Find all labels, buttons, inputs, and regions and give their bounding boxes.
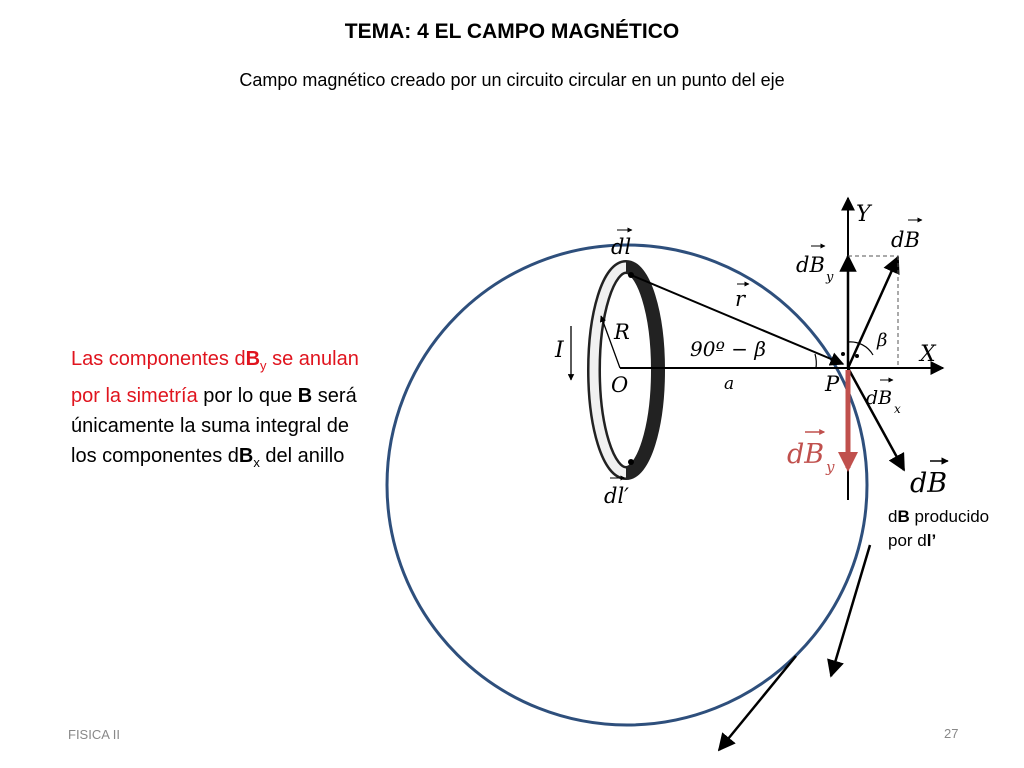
explanation-part2: se anulan por la simetría	[71, 348, 359, 407]
label-dbx: dB	[866, 387, 892, 409]
label-x: X	[918, 342, 937, 367]
label-dl-prime: dl′	[604, 484, 629, 508]
note-line2-prefix: por d	[888, 531, 927, 550]
label-r: r	[735, 287, 747, 311]
label-origin: O	[611, 373, 628, 397]
label-a: a	[724, 374, 734, 394]
long-arrow-2	[717, 655, 797, 752]
label-db-big: dB	[910, 468, 947, 499]
label-radius: R	[613, 320, 630, 344]
label-angle: 90º − β	[690, 337, 766, 361]
angle-arc	[814, 353, 817, 369]
current-ring	[587, 260, 665, 480]
label-current: I	[554, 338, 565, 363]
db-note: dB producido por dl’	[888, 505, 989, 553]
label-dby-red: dB	[787, 439, 824, 470]
note-bold: B	[897, 507, 910, 526]
radius-arrow	[599, 315, 621, 369]
note-middle: producido	[909, 507, 990, 526]
explanation-part4: será únicamente la suma integral de los …	[71, 385, 357, 467]
long-arrow-1	[827, 544, 872, 678]
note-prefix: d	[888, 507, 898, 526]
label-dby-red-sub: y	[825, 458, 835, 476]
label-y: Y	[856, 202, 873, 227]
label-dby: dB	[796, 253, 825, 277]
page-subtitle: Campo magnético creado por un circuito c…	[239, 70, 785, 90]
explanation-part5: del anillo	[259, 445, 345, 467]
explanation-text: Las componentes dBy se anulan por la sim…	[71, 344, 371, 478]
label-dby-sub: y	[825, 270, 834, 285]
explanation-bold-b3: B	[238, 445, 254, 467]
label-dbx-sub: x	[894, 402, 901, 416]
symmetry-circle	[385, 243, 869, 727]
db-vector	[846, 255, 900, 369]
page-number: 27	[944, 726, 959, 741]
beta-arc	[847, 341, 874, 356]
label-beta: β	[876, 330, 887, 351]
footer-course: FISICA II	[68, 727, 121, 742]
label-point-p: P	[824, 372, 840, 396]
explanation-bold-b: B	[245, 348, 261, 370]
note-line2-bold: l’	[926, 531, 937, 550]
label-dl: dl	[611, 235, 631, 259]
page-title: TEMA: 4 EL CAMPO MAGNÉTICO	[344, 20, 680, 43]
explanation-bold-b2: B	[297, 385, 313, 407]
db-prime-vector	[846, 367, 906, 472]
explanation-part3: por lo que	[197, 385, 298, 407]
explanation-part1: Las componentes d	[71, 348, 246, 370]
explanation-sub-x: x	[253, 455, 260, 470]
label-db: dB	[891, 228, 920, 252]
r-vector	[630, 274, 845, 366]
explanation-sub-y: y	[260, 358, 267, 373]
